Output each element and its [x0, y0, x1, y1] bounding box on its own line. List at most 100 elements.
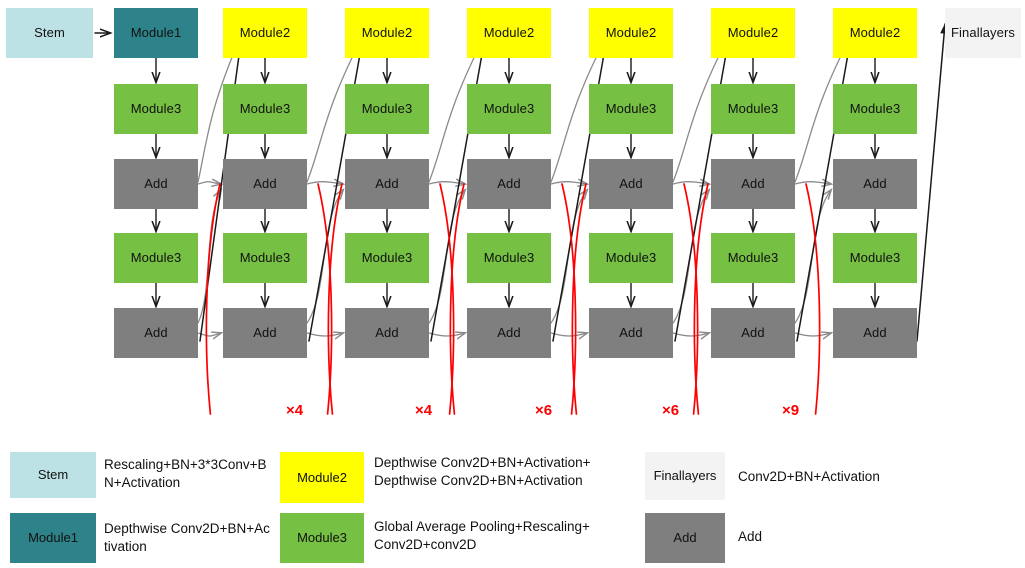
node-col1-add-4-label: Add — [144, 324, 168, 340]
node-col5-add-2-label: Add — [619, 175, 643, 191]
edge-skip-4-add2-to-add1 — [550, 190, 587, 324]
legend-swatch-add: Add — [645, 513, 725, 563]
edge-skip-5-add2-to-add1 — [672, 190, 709, 324]
node-col3-add-2-label: Add — [375, 175, 399, 191]
node-col1-add-2-label: Add — [144, 175, 168, 191]
legend-swatch-module3: Module3 — [280, 513, 364, 563]
repeat-multiplier-4: ×6 — [662, 402, 680, 419]
node-col5-module3-3-label: Module3 — [605, 249, 657, 265]
legend-desc-module2: Depthwise Conv2D+BN+Activation+ Depthwis… — [374, 455, 591, 489]
legend-swatch-label-module1: Module1 — [28, 530, 78, 546]
node-col2-add-2: Add — [223, 159, 307, 209]
node-col2-head-module2-label: Module2 — [239, 24, 291, 40]
node-stem-label: Stem — [34, 24, 65, 40]
node-col1-module3-1-label: Module3 — [130, 100, 182, 116]
node-col7-module3-3: Module3 — [833, 233, 917, 283]
edge-skip-3-add1-to-add1 — [428, 182, 465, 184]
node-col6-add-4: Add — [711, 308, 795, 358]
node-col6-module3-3-label: Module3 — [727, 249, 779, 265]
legend-desc-stem: Rescaling+BN+3*3Conv+B N+Activation — [104, 457, 267, 491]
node-col4-module3-3: Module3 — [467, 233, 551, 283]
node-col4-module3-3-label: Module3 — [483, 249, 535, 265]
repeat-multiplier-3: ×6 — [535, 402, 553, 419]
repeat-arc-3-right — [561, 183, 577, 415]
node-col5-module3-1: Module3 — [589, 84, 673, 134]
node-col7-add-4-label: Add — [863, 324, 887, 340]
node-col2-module3-1: Module3 — [223, 84, 307, 134]
node-col7-head-module2-label: Module2 — [849, 24, 901, 40]
edge-skip-4-add2-to-add2 — [550, 333, 587, 336]
repeat-arc-4-right — [683, 183, 699, 415]
node-col2-head-module2: Module2 — [223, 8, 307, 58]
node-col3-module3-3-label: Module3 — [361, 249, 413, 265]
node-col7-add-2: Add — [833, 159, 917, 209]
legend-desc-add: Add — [738, 529, 763, 544]
node-col7-module3-3-label: Module3 — [849, 249, 901, 265]
repeat-multiplier-5: ×9 — [782, 402, 800, 419]
node-col2-module3-1-label: Module3 — [239, 100, 291, 116]
legend-swatch-label-module3: Module3 — [297, 530, 347, 546]
node-col6-head-module2: Module2 — [711, 8, 795, 58]
legend-swatch-label-stem: Stem — [37, 467, 69, 483]
node-col7-add-4: Add — [833, 308, 917, 358]
node-col1-add-2: Add — [114, 159, 198, 209]
node-col4-head-module2: Module2 — [467, 8, 551, 58]
node-col6-add-2: Add — [711, 159, 795, 209]
node-col4-module3-1: Module3 — [467, 84, 551, 134]
node-col6-head-module2-label: Module2 — [727, 24, 779, 40]
edge-skip-3-add2-to-add2 — [428, 333, 465, 336]
node-final-layers-label: Final — [951, 24, 980, 40]
node-col6-add-2-label: Add — [741, 175, 765, 191]
node-col2-add-4: Add — [223, 308, 307, 358]
repeat-arc-4-left — [571, 183, 587, 415]
edge-skip-3-add2-to-add1 — [428, 190, 465, 324]
node-col6-add-4-label: Add — [741, 324, 765, 340]
node-col4-add-2-label: Add — [497, 175, 521, 191]
node-col2-add-4-label: Add — [253, 324, 277, 340]
node-col3-add-2: Add — [345, 159, 429, 209]
repeat-multiplier-1: ×4 — [286, 402, 304, 419]
node-col3-head-module2-label: Module2 — [361, 24, 413, 40]
node-col4-add-2: Add — [467, 159, 551, 209]
node-col7-add-2-label: Add — [863, 175, 887, 191]
node-col7-module3-1: Module3 — [833, 84, 917, 134]
node-col5-head-module2: Module2 — [589, 8, 673, 58]
node-col5-module3-3: Module3 — [589, 233, 673, 283]
node-col2-add-2-label: Add — [253, 175, 277, 191]
edge-skip-2-add2-to-add2 — [306, 333, 343, 336]
legend-swatch-module2: Module2 — [280, 452, 364, 503]
edge-skip-5-add1-to-add1 — [672, 182, 709, 184]
repeat-arc-3-left — [449, 183, 465, 415]
node-col1-module3-1: Module3 — [114, 84, 198, 134]
legend-swatch-label-final: Final — [653, 468, 682, 484]
repeat-arc-1-left — [205, 183, 221, 415]
node-col1-module3-3: Module3 — [114, 233, 198, 283]
node-col6-module3-3: Module3 — [711, 233, 795, 283]
edge-skip-1-add2-to-add2 — [197, 333, 221, 336]
node-col3-add-4-label: Add — [375, 324, 399, 340]
legend-swatch-label-module2: Module2 — [297, 469, 347, 485]
node-col5-add-4: Add — [589, 308, 673, 358]
node-col4-head-module2-label: Module2 — [483, 24, 535, 40]
edge-skip-1-add1-to-add1 — [197, 182, 221, 184]
repeat-arc-5-right — [805, 183, 821, 415]
node-col6-module3-1-label: Module3 — [727, 100, 779, 116]
legend-swatch-label-add: Add — [673, 530, 697, 546]
node-col5-add-2: Add — [589, 159, 673, 209]
edge-skip-2-add2-to-add1 — [306, 190, 343, 324]
node-stem: Stem — [6, 8, 93, 58]
repeat-arc-2-left — [327, 183, 343, 415]
edge-skip-6-add2-to-add2 — [794, 333, 831, 336]
node-col5-head-module2-label: Module2 — [605, 24, 657, 40]
edge-skip-2-add1-to-add1 — [306, 182, 343, 184]
node-col5-add-4-label: Add — [619, 324, 643, 340]
node-col7-module3-1-label: Module3 — [849, 100, 901, 116]
edge-skip-5-add2-to-add2 — [672, 333, 709, 336]
node-col6-module3-1: Module3 — [711, 84, 795, 134]
repeat-arc-5-left — [693, 183, 709, 415]
repeat-arc-1-right — [317, 183, 333, 415]
